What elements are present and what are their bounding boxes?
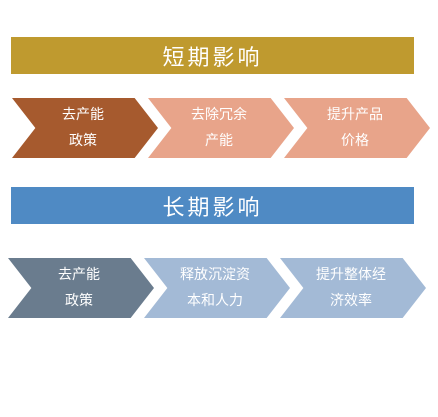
long-term-banner: 长期影响 <box>11 187 414 224</box>
short-step-2: 去除冗余 产能 <box>148 98 294 158</box>
short-step-3-label: 提升产品 价格 <box>327 107 383 149</box>
short-step-3: 提升产品 价格 <box>284 98 430 158</box>
short-step-2-label: 去除冗余 产能 <box>191 107 247 149</box>
long-step-1: 去产能 政策 <box>8 258 154 318</box>
long-term-title: 长期影响 <box>162 195 263 221</box>
long-step-1-label: 去产能 政策 <box>58 267 100 309</box>
long-step-3: 提升整体经 济效率 <box>280 258 426 318</box>
long-step-3-label: 提升整体经 济效率 <box>316 267 386 309</box>
long-step-2: 释放沉淀资 本和人力 <box>144 258 290 318</box>
short-term-banner: 短期影响 <box>11 37 414 74</box>
long-step-2-label: 释放沉淀资 本和人力 <box>180 267 250 309</box>
short-step-1-label: 去产能 政策 <box>62 107 104 149</box>
short-term-title: 短期影响 <box>162 45 263 71</box>
short-step-1: 去产能 政策 <box>12 98 158 158</box>
